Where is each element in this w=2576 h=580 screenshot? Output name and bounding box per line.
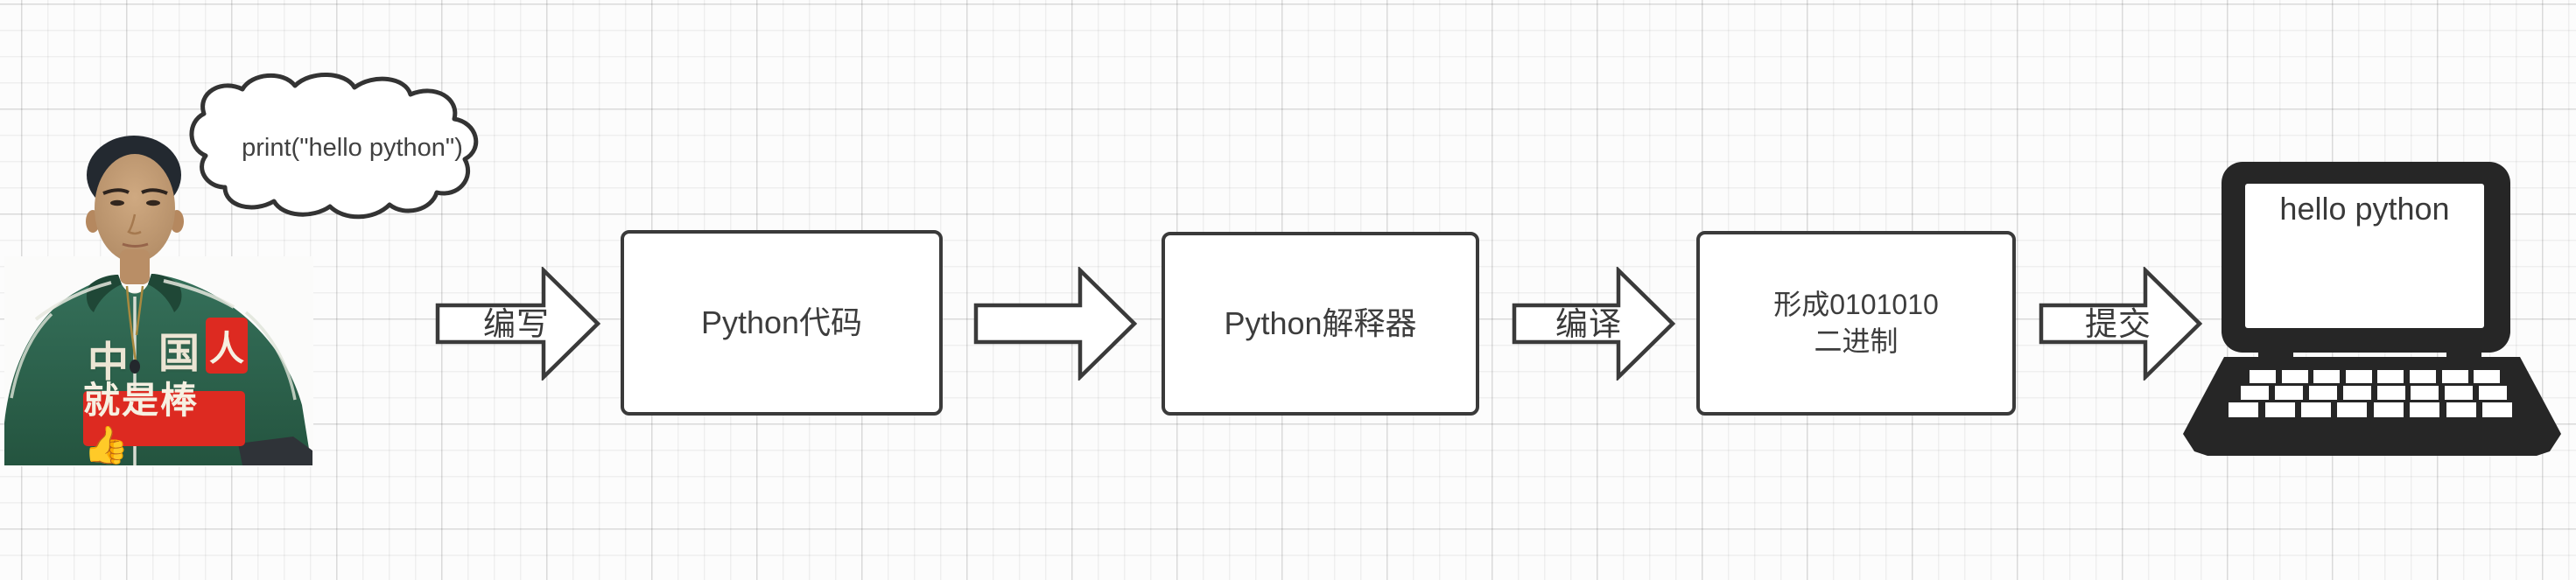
arrow-submit[interactable] bbox=[2038, 267, 2204, 381]
neck bbox=[120, 249, 150, 284]
person-photo[interactable]: 中 国 人 就是棒👍 bbox=[4, 134, 313, 466]
flow-box-python-interpreter[interactable]: Python解释器 bbox=[1162, 232, 1479, 416]
cloud-code-text: print("hello python") bbox=[242, 134, 463, 162]
arrow-write[interactable] bbox=[434, 267, 602, 381]
jacket-text-zhong: 中 bbox=[88, 339, 129, 385]
banner-text: 就是棒👍 bbox=[83, 379, 200, 465]
laptop-icon[interactable]: hello python bbox=[2171, 157, 2573, 464]
thought-cloud[interactable] bbox=[179, 68, 530, 230]
arrow-submit-shape bbox=[2039, 267, 2203, 381]
laptop-screen-text: hello python bbox=[2279, 191, 2450, 227]
laptop-keyboard bbox=[2229, 370, 2512, 417]
flow-box-python-code-label: Python代码 bbox=[700, 304, 863, 340]
arrow-submit-label: 提交 bbox=[2085, 306, 2151, 342]
badge-ren-text: 人 bbox=[209, 330, 244, 368]
arrow-plain[interactable] bbox=[972, 267, 1139, 381]
arrow-write-label: 编写 bbox=[483, 306, 550, 342]
flow-box-binary[interactable]: 形成0101010 二进制 bbox=[1696, 231, 2016, 416]
photo-dark-patch bbox=[238, 437, 312, 465]
flow-box-python-code[interactable]: Python代码 bbox=[621, 230, 943, 416]
whistle bbox=[130, 360, 140, 374]
laptop-screen bbox=[2245, 184, 2484, 328]
badge-ren: 人 bbox=[206, 318, 248, 374]
flow-box-binary-line2: 二进制 bbox=[1814, 325, 1899, 357]
cloud-shape bbox=[189, 73, 479, 220]
arrow-plain-shape bbox=[973, 267, 1138, 381]
arrow-compile[interactable] bbox=[1511, 267, 1677, 381]
banner-jiushibang: 就是棒👍 bbox=[83, 380, 245, 465]
laptop-graphic bbox=[2183, 162, 2561, 456]
arrow-compile-shape bbox=[1512, 267, 1676, 381]
jacket-text-guo: 国 bbox=[158, 330, 200, 376]
flow-box-python-interpreter-label: Python解释器 bbox=[1224, 304, 1417, 341]
flow-box-binary-line1: 形成0101010 bbox=[1773, 288, 1939, 320]
arrow-write-shape bbox=[435, 267, 601, 381]
arrow-compile-label: 编译 bbox=[1555, 306, 1622, 342]
face bbox=[95, 154, 175, 262]
